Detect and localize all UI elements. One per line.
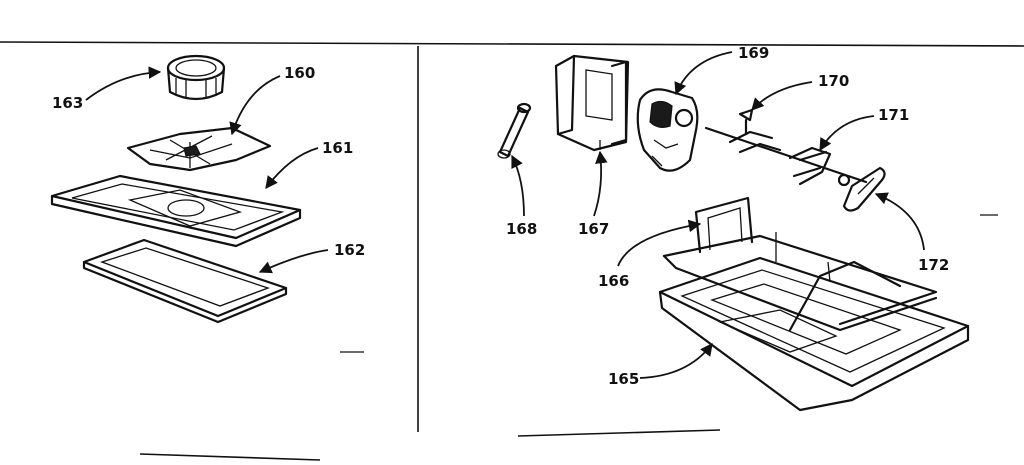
- label-161: 161: [322, 139, 353, 157]
- top-rule: [0, 41, 1024, 47]
- part-160-spreader: [126, 126, 272, 172]
- leader-162: [258, 249, 329, 274]
- bottom-rule-right: [517, 429, 721, 437]
- part-168-pin: [497, 102, 532, 159]
- leader-161: [265, 147, 319, 190]
- leader-167: [593, 150, 608, 217]
- leader-168: [511, 154, 525, 217]
- leader-172: [874, 192, 925, 251]
- label-166: 166: [598, 272, 629, 290]
- bottom-rule-left: [139, 453, 321, 461]
- leader-166: [617, 219, 702, 267]
- part-167-bracket: [554, 54, 630, 152]
- part-161-tray: [50, 174, 302, 248]
- part-172-handle: [842, 166, 886, 212]
- label-162: 162: [334, 241, 365, 259]
- label-160: 160: [284, 64, 315, 82]
- label-165: 165: [608, 370, 639, 388]
- leader-165: [639, 342, 713, 379]
- label-169: 169: [738, 44, 769, 62]
- leader-169: [674, 51, 733, 96]
- part-169-motor: [636, 88, 699, 172]
- part-162-frame: [82, 238, 288, 324]
- leader-163: [85, 66, 162, 101]
- label-163: 163: [52, 94, 83, 112]
- label-171: 171: [878, 106, 909, 124]
- part-170-screw: [738, 108, 754, 136]
- label-168: 168: [506, 220, 537, 238]
- label-167: 167: [578, 220, 609, 238]
- label-170: 170: [818, 72, 849, 90]
- part-171-spit: [704, 126, 868, 187]
- label-172: 172: [918, 256, 949, 274]
- leader-170: [751, 81, 813, 111]
- part-165-pan: [658, 256, 970, 412]
- leader-171: [819, 115, 875, 152]
- leader-160: [229, 75, 281, 136]
- leader-arrows: [85, 51, 925, 379]
- part-163-cap: [166, 54, 226, 101]
- part-166-rack: [662, 196, 938, 332]
